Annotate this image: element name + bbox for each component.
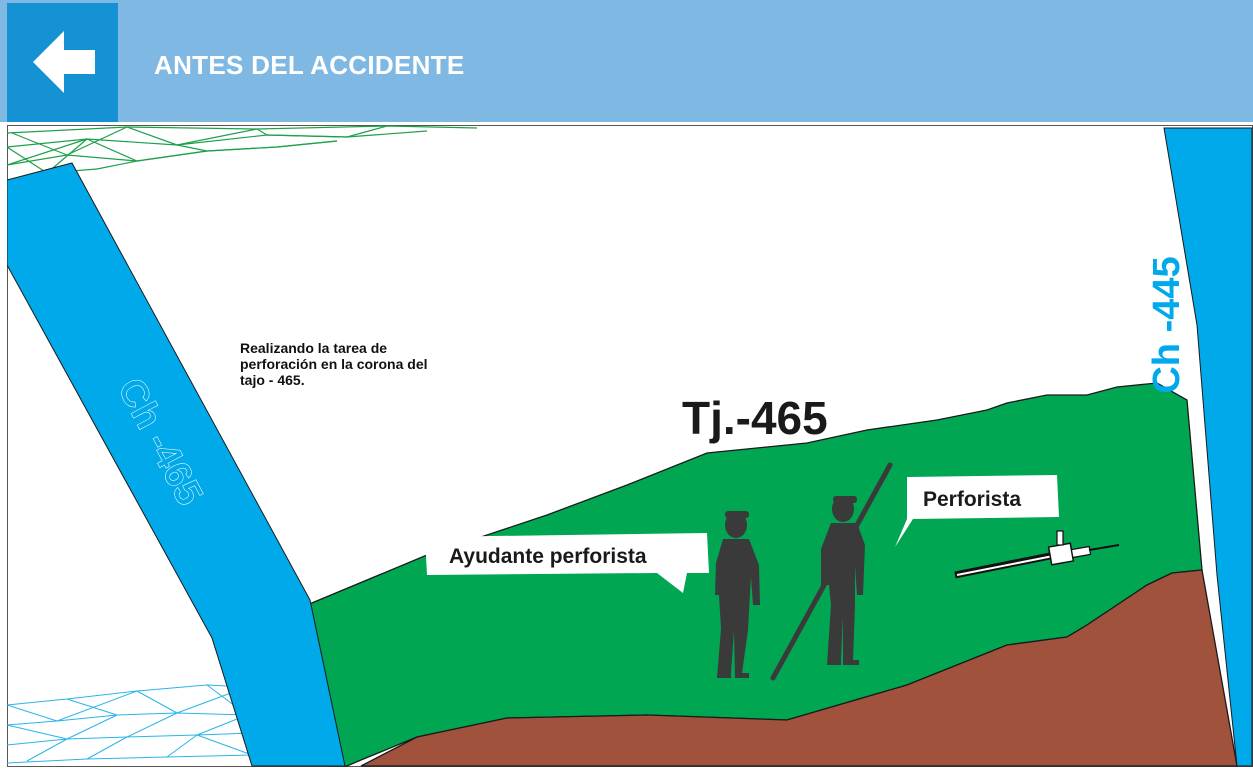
header-bar: ANTES DEL ACCIDENTE bbox=[0, 0, 1253, 122]
chimney-left bbox=[6, 162, 346, 767]
scene-description: Realizando la tarea de perforación en la… bbox=[240, 340, 480, 388]
callout-driller-text: Perforista bbox=[923, 488, 1021, 511]
page-title: ANTES DEL ACCIDENTE bbox=[154, 50, 465, 80]
mine-scene-diagram: Ch -465 Ch -445 Tj.-465 Ayud bbox=[6, 125, 1253, 767]
helper-worker-figure bbox=[715, 511, 760, 678]
description-line-2: perforación en la corona del bbox=[240, 356, 428, 372]
callout-helper-bubble bbox=[425, 533, 709, 593]
driller-worker-figure bbox=[821, 496, 865, 665]
rock-floor bbox=[360, 569, 1238, 767]
arrow-left-icon bbox=[33, 31, 95, 93]
description-line-3: tajo - 465. bbox=[240, 372, 305, 388]
jackleg-drill bbox=[954, 530, 1120, 579]
description-line-1: Realizando la tarea de bbox=[240, 340, 388, 356]
callout-driller-bubble bbox=[895, 475, 1059, 547]
blue-mesh-bottom bbox=[6, 684, 253, 764]
chimney-right-label: Ch -445 bbox=[1146, 256, 1188, 393]
back-button[interactable] bbox=[7, 3, 118, 122]
tajo-label: Tj.-465 bbox=[682, 392, 828, 444]
callout-helper-text: Ayudante perforista bbox=[449, 545, 647, 568]
chimney-right bbox=[1163, 127, 1253, 767]
